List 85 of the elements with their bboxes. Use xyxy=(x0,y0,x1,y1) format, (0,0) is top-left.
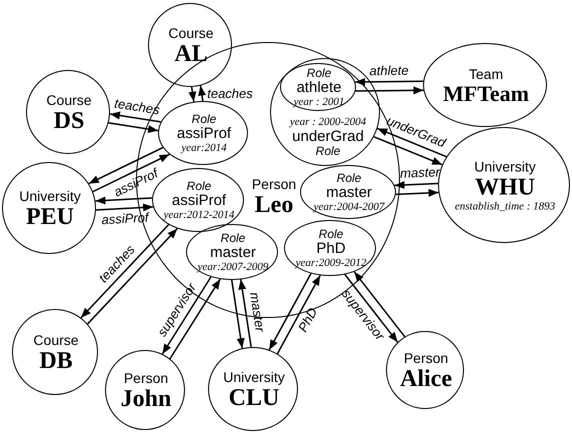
attribute-text: year:2009-2012 xyxy=(296,257,366,270)
role-ellipse xyxy=(158,101,248,165)
arrow xyxy=(355,78,424,86)
arrow xyxy=(162,276,212,354)
attribute-text: year:2014 xyxy=(181,142,227,155)
type-label: Person xyxy=(404,350,448,366)
role-ellipse xyxy=(280,63,356,111)
entity-circle xyxy=(148,3,232,87)
arrow xyxy=(377,128,447,158)
edge-label: teaches xyxy=(113,96,161,118)
role-ellipse xyxy=(186,224,278,280)
type-label: Team xyxy=(468,66,504,82)
role-name: athlete xyxy=(296,80,342,96)
attribute-text: year : 2000-2004 xyxy=(290,116,366,129)
role-label: Role xyxy=(220,232,246,245)
arrow xyxy=(238,279,252,348)
role-label: Role xyxy=(336,172,362,185)
edge-label: teaches xyxy=(207,87,253,101)
attribute-text: enstablish_time : 1893 xyxy=(454,200,556,214)
type-label: Person xyxy=(252,176,296,192)
entity-circle xyxy=(386,331,464,409)
role-name: assiProf xyxy=(172,193,226,209)
attribute-text: year:2004-2007 xyxy=(314,201,384,214)
entity-circle xyxy=(12,309,98,395)
entity-name: WHU xyxy=(475,174,535,200)
arrow xyxy=(92,154,170,192)
role-name: master xyxy=(326,185,372,201)
role-name: underGrad xyxy=(292,129,364,145)
type-label: Person xyxy=(124,370,168,386)
entity-name: DS xyxy=(54,108,84,134)
entity-name: Alice xyxy=(400,366,452,392)
role-label: Role xyxy=(306,67,332,80)
entity-circle xyxy=(26,70,110,154)
arrow xyxy=(276,275,321,354)
arrow xyxy=(394,180,438,189)
arrow xyxy=(355,86,424,94)
entity-circle xyxy=(2,162,96,254)
entity-circle xyxy=(105,350,185,430)
entity-name: CLU xyxy=(228,385,280,411)
edge-label: master xyxy=(246,290,267,332)
type-label: University xyxy=(19,188,81,204)
arrow xyxy=(268,273,312,350)
arrow xyxy=(188,86,196,102)
role-label: Role xyxy=(192,113,216,126)
arrow xyxy=(354,271,406,338)
arrow xyxy=(96,203,154,212)
role-ellipse xyxy=(300,165,396,219)
entity-name: PEU xyxy=(26,204,74,230)
type-label: Course xyxy=(168,25,214,41)
arrow xyxy=(374,136,442,166)
role-label: Role xyxy=(318,228,344,241)
arrow xyxy=(95,196,152,204)
role-name: assiProf xyxy=(176,126,232,142)
type-label: University xyxy=(223,369,285,385)
entity-name: John xyxy=(120,386,172,412)
attribute-text: year : 2001 xyxy=(294,96,344,109)
entity-name: DB xyxy=(39,348,73,374)
arrow xyxy=(169,278,221,360)
arrow xyxy=(110,112,161,123)
arrow xyxy=(108,122,158,133)
type-label: University xyxy=(474,158,536,174)
type-label: Course xyxy=(33,332,79,348)
arrow xyxy=(87,228,178,324)
role-label: Role xyxy=(186,180,212,193)
type-label: Course xyxy=(46,92,92,108)
entity-name: MFTeam xyxy=(443,82,529,106)
edge-label: master xyxy=(400,165,440,181)
role-ellipse xyxy=(284,220,376,276)
edge-label: athlete xyxy=(369,63,409,78)
entity-circle xyxy=(208,347,298,431)
role-name: master xyxy=(210,245,256,261)
role-label: Role xyxy=(316,145,340,158)
attribute-text: year:2012-2014 xyxy=(164,209,234,222)
arrow xyxy=(80,224,170,318)
role-name: PhD xyxy=(316,241,346,257)
entity-name: AL xyxy=(174,41,208,67)
arrow xyxy=(231,280,245,348)
edge-label: PhD xyxy=(296,305,321,334)
edge-label: assiProf xyxy=(101,211,149,228)
arrow xyxy=(198,86,206,102)
arrow xyxy=(344,274,398,343)
entity-name: Leo xyxy=(254,192,294,218)
arrow xyxy=(88,146,164,184)
arrow xyxy=(396,188,439,197)
attribute-text: year:2007-2009 xyxy=(198,261,268,274)
